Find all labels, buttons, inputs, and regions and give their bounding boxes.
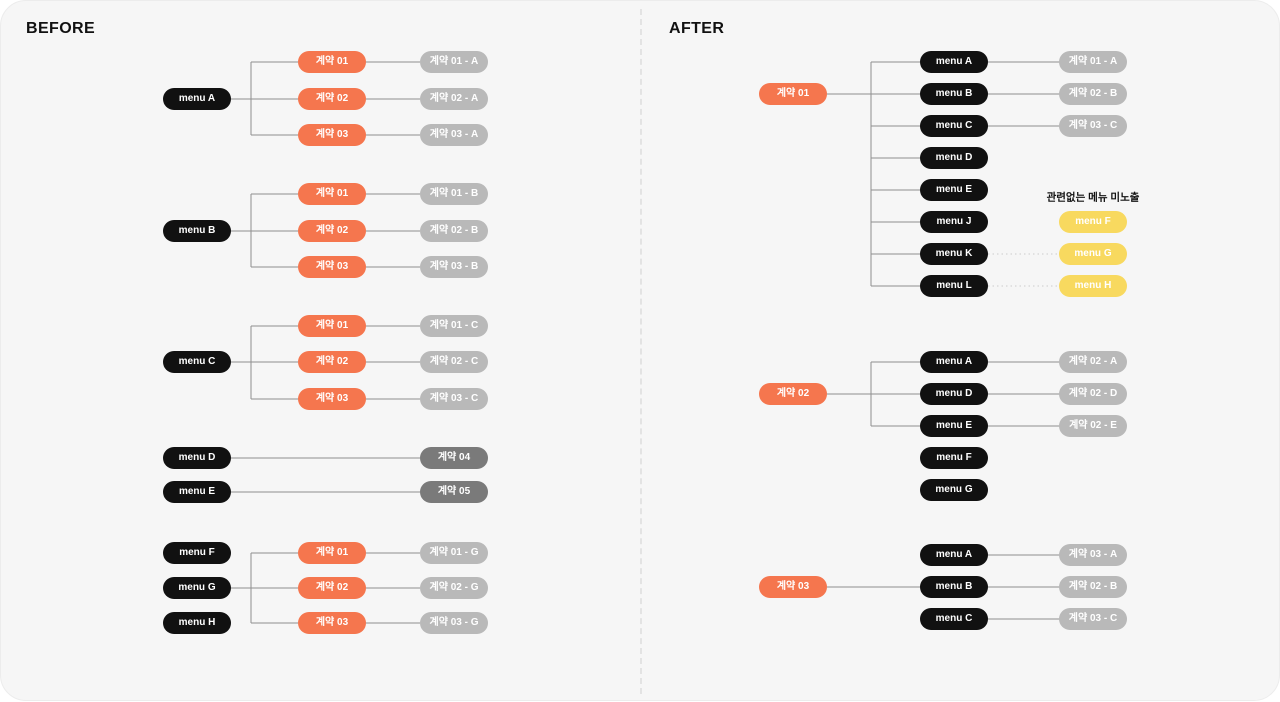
gray-pill-after-contract-03-c: 계약 03 - C xyxy=(1059,115,1127,137)
darkgray-pill-before-contract-05: 계약 05 xyxy=(420,481,488,503)
gray-pill-before-contract-01-a: 계약 01 - A xyxy=(420,51,488,73)
orange-pill-after-contract-02: 계약 02 xyxy=(759,383,827,405)
gray-pill-after-contract-01-a: 계약 01 - A xyxy=(1059,51,1127,73)
black-pill-after-menu-d: menu D xyxy=(920,147,988,169)
black-pill-after-menu-e: menu E xyxy=(920,179,988,201)
gray-pill-before-contract-03-a: 계약 03 - A xyxy=(420,124,488,146)
orange-pill-before-contract-02: 계약 02 xyxy=(298,220,366,242)
after-title: AFTER xyxy=(669,20,725,37)
gray-pill-before-contract-03-c: 계약 03 - C xyxy=(420,388,488,410)
black-pill-after-menu-j: menu J xyxy=(920,211,988,233)
black-pill-after-menu-c: menu C xyxy=(920,115,988,137)
gray-pill-before-contract-02-b: 계약 02 - B xyxy=(420,220,488,242)
black-pill-after-menu-e: menu E xyxy=(920,415,988,437)
orange-pill-after-contract-03: 계약 03 xyxy=(759,576,827,598)
black-pill-after-menu-d: menu D xyxy=(920,383,988,405)
black-pill-after-menu-b: menu B xyxy=(920,83,988,105)
black-pill-after-menu-l: menu L xyxy=(920,275,988,297)
gray-pill-after-contract-02-e: 계약 02 - E xyxy=(1059,415,1127,437)
orange-pill-before-contract-02: 계약 02 xyxy=(298,577,366,599)
orange-pill-before-contract-02: 계약 02 xyxy=(298,351,366,373)
gray-pill-before-contract-02-a: 계약 02 - A xyxy=(420,88,488,110)
gray-pill-after-contract-03-a: 계약 03 - A xyxy=(1059,544,1127,566)
black-pill-before-menu-f: menu F xyxy=(163,542,231,564)
orange-pill-before-contract-01: 계약 01 xyxy=(298,315,366,337)
orange-pill-before-contract-01: 계약 01 xyxy=(298,542,366,564)
yellow-pill-after-menu-g: menu G xyxy=(1059,243,1127,265)
gray-pill-before-contract-02-c: 계약 02 - C xyxy=(420,351,488,373)
black-pill-after-menu-g: menu G xyxy=(920,479,988,501)
orange-pill-before-contract-03: 계약 03 xyxy=(298,612,366,634)
gray-pill-after-contract-02-b: 계약 02 - B xyxy=(1059,576,1127,598)
black-pill-before-menu-c: menu C xyxy=(163,351,231,373)
black-pill-after-menu-f: menu F xyxy=(920,447,988,469)
gray-pill-after-contract-02-a: 계약 02 - A xyxy=(1059,351,1127,373)
yellow-pill-after-menu-h: menu H xyxy=(1059,275,1127,297)
orange-pill-before-contract-01: 계약 01 xyxy=(298,51,366,73)
gray-pill-after-contract-03-c: 계약 03 - C xyxy=(1059,608,1127,630)
black-pill-after-menu-a: menu A xyxy=(920,351,988,373)
darkgray-pill-before-contract-04: 계약 04 xyxy=(420,447,488,469)
black-pill-after-menu-a: menu A xyxy=(920,544,988,566)
orange-pill-before-contract-03: 계약 03 xyxy=(298,256,366,278)
orange-pill-after-contract-01: 계약 01 xyxy=(759,83,827,105)
gray-pill-before-contract-02-g: 계약 02 - G xyxy=(420,577,488,599)
gray-pill-after-contract-02-b: 계약 02 - B xyxy=(1059,83,1127,105)
orange-pill-before-contract-01: 계약 01 xyxy=(298,183,366,205)
gray-pill-before-contract-03-b: 계약 03 - B xyxy=(420,256,488,278)
black-pill-after-menu-a: menu A xyxy=(920,51,988,73)
black-pill-before-menu-a: menu A xyxy=(163,88,231,110)
black-pill-before-menu-e: menu E xyxy=(163,481,231,503)
black-pill-after-menu-c: menu C xyxy=(920,608,988,630)
black-pill-before-menu-h: menu H xyxy=(163,612,231,634)
gray-pill-before-contract-01-c: 계약 01 - C xyxy=(420,315,488,337)
orange-pill-before-contract-02: 계약 02 xyxy=(298,88,366,110)
gray-pill-after-contract-02-d: 계약 02 - D xyxy=(1059,383,1127,405)
black-pill-before-menu-b: menu B xyxy=(163,220,231,242)
black-pill-before-menu-g: menu G xyxy=(163,577,231,599)
black-pill-after-menu-b: menu B xyxy=(920,576,988,598)
gray-pill-before-contract-01-b: 계약 01 - B xyxy=(420,183,488,205)
orange-pill-before-contract-03: 계약 03 xyxy=(298,124,366,146)
before-title: BEFORE xyxy=(26,20,96,37)
annotation-unrelated-menus: 관련없는 메뉴 미노출 xyxy=(1046,191,1140,204)
yellow-pill-after-menu-f: menu F xyxy=(1059,211,1127,233)
orange-pill-before-contract-03: 계약 03 xyxy=(298,388,366,410)
before-after-divider xyxy=(640,9,642,694)
gray-pill-before-contract-01-g: 계약 01 - G xyxy=(420,542,488,564)
gray-pill-before-contract-03-g: 계약 03 - G xyxy=(420,612,488,634)
black-pill-before-menu-d: menu D xyxy=(163,447,231,469)
black-pill-after-menu-k: menu K xyxy=(920,243,988,265)
